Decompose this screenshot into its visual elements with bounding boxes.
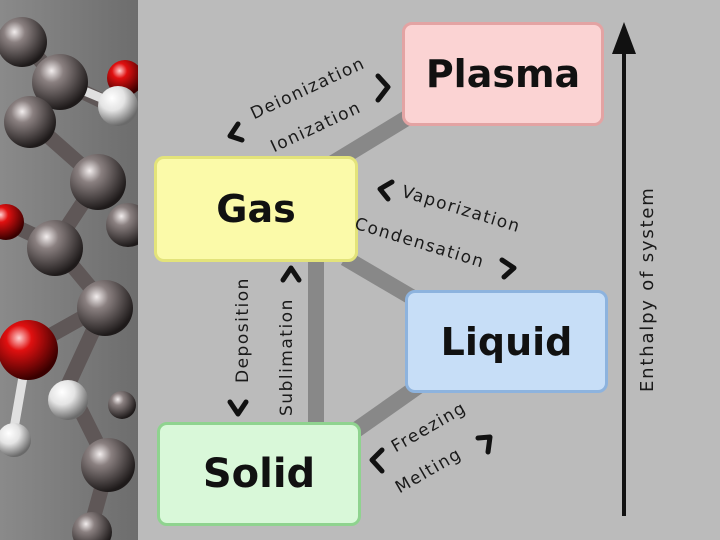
state-plasma-label: Plasma (425, 52, 581, 96)
chevron-melting-icon (369, 447, 385, 474)
transition-deposition-label: Deposition (233, 277, 253, 383)
state-solid-label: Solid (202, 451, 316, 497)
state-liquid-box[interactable]: Liquid (405, 290, 608, 393)
chevron-deposition-icon (227, 399, 249, 417)
chevron-ionization-icon (227, 121, 245, 143)
molecule-model-image (0, 0, 138, 540)
state-gas-label: Gas (216, 187, 296, 231)
state-plasma-box[interactable]: Plasma (402, 22, 604, 126)
state-solid-box[interactable]: Solid (157, 422, 361, 526)
connector-liquid-solid (351, 378, 425, 437)
chevron-deionization-icon (375, 73, 391, 103)
enthalpy-axis-label: Enthalpy of system (637, 186, 658, 392)
enthalpy-arrow-head-icon (612, 22, 636, 54)
chevron-condensation-icon (499, 257, 517, 280)
state-gas-box[interactable]: Gas (154, 156, 358, 262)
transition-sublimation-label: Sublimation (277, 298, 297, 416)
chevron-vaporization-icon (377, 179, 395, 202)
chevron-sublimation-icon (280, 265, 302, 283)
state-liquid-label: Liquid (440, 319, 573, 364)
chevron-freezing-icon (475, 434, 493, 455)
